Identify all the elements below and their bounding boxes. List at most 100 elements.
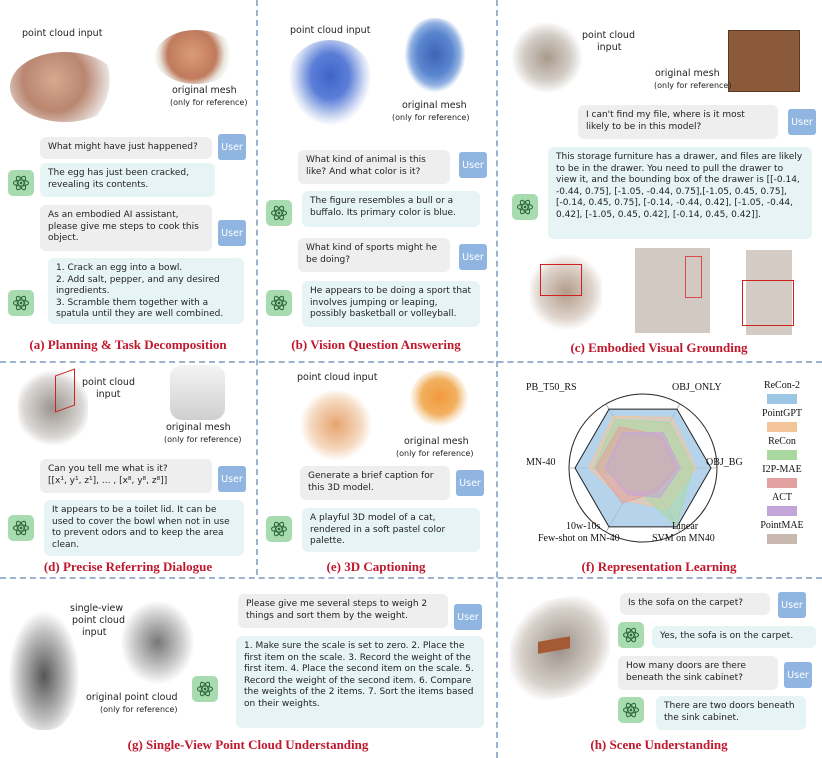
- question-h2: How many doors are there beneath the sin…: [618, 656, 778, 690]
- question-a2: As an embodied AI assistant, please give…: [40, 205, 212, 251]
- caption-g: (g) Single-View Point Cloud Understandin…: [127, 737, 369, 752]
- answer-e1: A playful 3D model of a cat, rendered in…: [302, 508, 480, 552]
- orig-label-g: original point cloud: [86, 692, 178, 703]
- divider-h1: [0, 361, 822, 363]
- legend-label: I2P-MAE: [762, 464, 802, 475]
- mesh-label-a: original mesh: [172, 85, 237, 96]
- divider-v2: [496, 0, 498, 758]
- answer-b2: He appears to be doing a sport that invo…: [302, 281, 480, 327]
- bull-mesh-image: [400, 18, 470, 98]
- pc-label-g3: input: [82, 627, 107, 638]
- user-badge-h1: User: [778, 592, 806, 618]
- mesh-label-b: original mesh: [402, 100, 467, 111]
- question-d1-line1: Can you tell me what is it?: [48, 464, 168, 474]
- cat-point-cloud: [300, 390, 372, 460]
- answer-a2-line2: 2. Add salt, pepper, and any desired ing…: [56, 274, 220, 297]
- answer-a2-line1: 1. Crack an egg into a bowl.: [56, 263, 183, 273]
- legend-swatch: [767, 478, 797, 488]
- pc-label-c2: input: [597, 42, 622, 53]
- pc-label-a: point cloud input: [22, 28, 103, 39]
- toilet-mesh-image: [170, 365, 225, 420]
- user-badge-a2: User: [218, 220, 246, 246]
- mesh-note-b: (only for reference): [392, 113, 470, 122]
- radar-axis-label: PB_T50_RS: [526, 382, 577, 393]
- bot-icon-h2: [618, 697, 644, 723]
- radar-axis-label: OBJ_ONLY: [672, 382, 722, 393]
- caption-e: (e) 3D Captioning: [326, 559, 426, 574]
- question-e1: Generate a brief caption for this 3D mod…: [300, 466, 450, 500]
- legend-label: ReCon-2: [763, 380, 801, 391]
- radar-axis-label: Few-shot on MN-40: [538, 533, 620, 544]
- legend-label: ACT: [772, 492, 792, 503]
- scene-sofa: [538, 636, 570, 654]
- mesh-label-e: original mesh: [404, 436, 469, 447]
- divider-v1: [256, 0, 258, 575]
- answer-d1: It appears to be a toilet lid. It can be…: [44, 500, 244, 556]
- answer-g1: 1. Make sure the scale is set to zero. 2…: [236, 636, 484, 728]
- mesh-note-c: (only for reference): [654, 81, 732, 90]
- legend-swatch: [767, 450, 797, 460]
- answer-a2-line3: 3. Scramble them together with a spatula…: [56, 297, 224, 320]
- user-badge-e1: User: [456, 470, 484, 496]
- user-badge-b2: User: [459, 244, 487, 270]
- drawer-point-cloud: [512, 20, 582, 95]
- pc-label-e: point cloud input: [297, 372, 378, 383]
- user-badge-a1: User: [218, 134, 246, 160]
- user-badge-b1: User: [459, 152, 487, 178]
- grounding-view-2: [635, 248, 710, 333]
- mesh-label-d: original mesh: [166, 422, 231, 433]
- legend-swatch: [767, 534, 797, 544]
- bot-icon-g1: [192, 676, 218, 702]
- orig-note-g: (only for reference): [100, 705, 178, 714]
- bot-icon-b1: [266, 200, 292, 226]
- radar-axis-label: 10w-10s: [566, 521, 601, 532]
- question-b2: What kind of sports might he be doing?: [298, 238, 450, 272]
- question-g1: Please give me several steps to weigh 2 …: [238, 594, 448, 628]
- pc-label-g2: point cloud: [72, 615, 125, 626]
- grounding-view-1: [530, 252, 602, 332]
- pc-label-b: point cloud input: [290, 25, 371, 36]
- scene-point-cloud: [510, 589, 610, 707]
- bot-icon-c1: [512, 194, 538, 220]
- legend-swatch: [767, 422, 797, 432]
- bot-icon-a1: [8, 170, 34, 196]
- bot-icon-b2: [266, 290, 292, 316]
- radar-chart: [568, 393, 718, 543]
- drawer-mesh-image: [728, 30, 800, 92]
- question-d1: Can you tell me what is it? [[x¹, y¹, z¹…: [40, 459, 212, 493]
- singleview-point-cloud: [8, 610, 80, 730]
- caption-b: (b) Vision Question Answering: [291, 337, 461, 352]
- egg-point-cloud: [10, 52, 120, 122]
- bot-icon-a2: [8, 290, 34, 316]
- radar-axis-label: OBJ_BG: [706, 457, 743, 468]
- answer-c1: This storage furniture has a drawer, and…: [548, 147, 812, 239]
- bbox-3: [742, 280, 794, 326]
- caption-a: (a) Planning & Task Decomposition: [29, 337, 227, 352]
- radar-axis-label: MN-40: [526, 457, 556, 468]
- grounding-view-3: [742, 250, 794, 335]
- bot-icon-h1: [618, 622, 644, 648]
- answer-b1: The figure resembles a bull or a buffalo…: [302, 191, 480, 227]
- answer-h1: Yes, the sofa is on the carpet.: [652, 626, 816, 648]
- bull-point-cloud: [285, 40, 375, 130]
- bot-icon-d1: [8, 515, 34, 541]
- mesh-note-a: (only for reference): [170, 98, 248, 107]
- legend-label: PointGPT: [761, 408, 802, 419]
- question-a1: What might have just happened?: [40, 137, 212, 159]
- caption-h: (h) Scene Understanding: [590, 737, 728, 752]
- radar-axis-label: Linear: [672, 521, 699, 532]
- legend-swatch: [767, 506, 797, 516]
- caption-f: (f) Representation Learning: [581, 559, 737, 574]
- pc-label-c1: point cloud: [582, 30, 635, 41]
- caption-c: (c) Embodied Visual Grounding: [570, 340, 748, 355]
- user-badge-h2: User: [784, 662, 812, 688]
- divider-h2: [0, 577, 822, 579]
- pc-label-d2: input: [96, 389, 121, 400]
- question-c1: I can't find my file, where is it most l…: [578, 105, 778, 139]
- pc-label-g1: single-view: [70, 603, 124, 614]
- answer-h2: There are two doors beneath the sink cab…: [656, 696, 806, 730]
- user-badge-g1: User: [454, 604, 482, 630]
- lid-bbox: [55, 368, 75, 413]
- legend-swatch: [767, 394, 797, 404]
- toilet-point-cloud: [18, 368, 88, 448]
